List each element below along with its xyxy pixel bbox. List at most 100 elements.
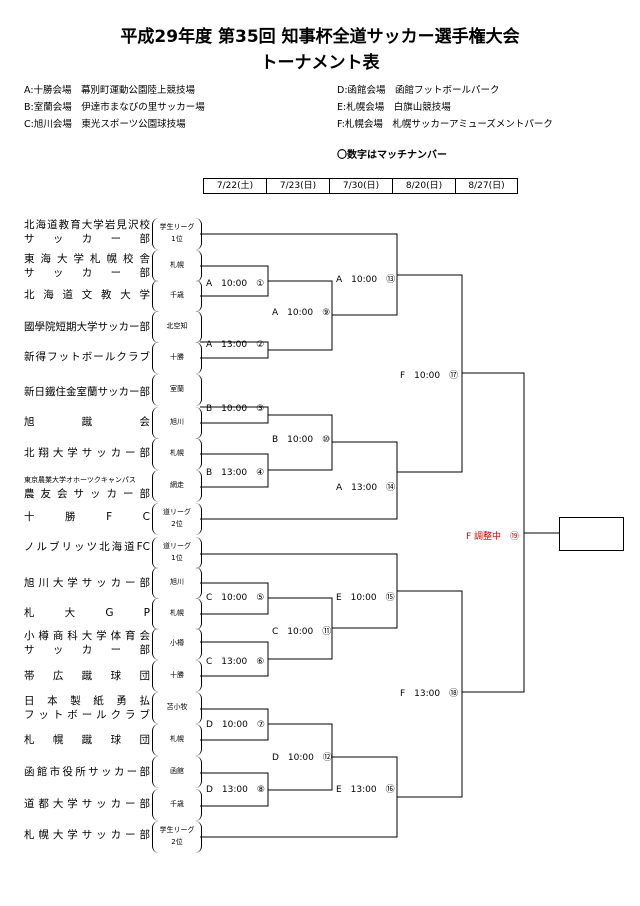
team-name: 新得フットボールクラブ [24,351,150,363]
team-entry: 札幌蹴球団 [24,733,150,747]
match-label: E 13:00 ⑯ [336,785,395,795]
match-label: F 調整中 ⑲ [466,532,520,542]
seed-label: 1位 [171,554,183,562]
champion-box [559,517,624,551]
team-name: 農友会サッカー部 [24,488,150,500]
date-final: 8/27(日) [468,181,505,191]
team-entry: 札 大 G P [24,606,150,620]
team-name: 東海大学札幌校舎 [24,253,150,265]
seed-label: 旭川 [170,578,184,586]
seed-label: 十勝 [170,353,184,361]
team-name: 北海道文教大学 [24,289,150,301]
seed-label: 札幌 [170,609,184,617]
seed-label: 道リーグ [163,542,191,550]
team-name: 札幌大学サッカー部 [24,829,150,841]
seed-label: 十勝 [170,671,184,679]
match-label: F 10:00 ⑰ [400,371,459,381]
team-name: 帯広蹴球団 [24,670,150,682]
team-entry: 函館市役所サッカー部 [24,765,150,779]
match-label: D 10:00 ⑫ [272,753,332,763]
seed-bracket: 網走 [152,470,202,502]
seed-label: 函館 [170,767,184,775]
team-name: ノルブリッツ北海道FC [24,541,150,553]
seed-label: 苫小牧 [166,703,188,711]
date-round-4: 8/20(日) [393,179,456,193]
team-name: 北海道教育大学岩見沢校 [24,219,150,231]
match-label: D 13:00 ⑧ [206,785,265,795]
match-label: D 10:00 ⑦ [206,720,265,730]
seed-label: 2位 [171,838,183,846]
team-name: サッカー部 [24,644,150,656]
match-label: B 10:00 ③ [206,404,265,414]
match-label: A 10:00 ⑨ [272,308,331,318]
team-entry: 北海道教育大学岩見沢校サッカー部 [24,218,150,246]
match-label: F 13:00 ⑱ [400,689,459,699]
venue-b: B:室蘭会場 伊達市まなびの里サッカー場 [24,102,205,113]
seed-label: 札幌 [170,735,184,743]
team-name: 旭 蹴 会 [24,416,150,428]
match-number-note: 〇数字はマッチナンバー [337,150,447,161]
seed-label: 道リーグ [163,508,191,516]
team-entry: 道都大学サッカー部 [24,797,150,811]
team-name: 旭川大学サッカー部 [24,577,150,589]
team-name: 札幌蹴球団 [24,734,150,746]
venue-e: E:札幌会場 白旗山競技場 [337,102,451,113]
team-entry: 新得フットボールクラブ [24,350,150,364]
team-entry: 北翔大学サッカー部 [24,446,150,460]
venue-d: D:函館会場 函館フットボールパーク [337,85,500,96]
team-name: 東京農業大学オホーツクキャンパス [24,476,136,484]
venue-f: F:札幌会場 札幌サッカーアミューズメントパーク [337,119,553,130]
date-round-3: 7/30(日) [330,179,393,193]
team-entry: ノルブリッツ北海道FC [24,540,150,554]
team-name: 小樽商科大学体育会 [24,630,150,642]
match-label: C 13:00 ⑥ [206,657,265,667]
date-header: 7/22(土) 7/23(日) 7/30(日) 8/20(日) 8/27(日) [203,178,518,194]
match-label: A 10:00 ⑬ [336,275,396,285]
team-entry: 帯広蹴球団 [24,669,150,683]
team-name: サッカー部 [24,233,150,245]
team-name: 新日鐵住金室蘭サッカー部 [24,386,150,398]
team-entry: 東海大学札幌校舎サッカー部 [24,252,150,280]
date-round-2: 7/23(日) [267,179,330,193]
seed-bracket: 函館 [152,756,202,788]
seed-label: 旭川 [170,418,184,426]
date-round-1: 7/22(土) [204,179,267,193]
page-title: 平成29年度 第35回 知事杯全道サッカー選手権大会 [120,27,520,47]
seed-label: 網走 [170,481,184,489]
seed-bracket: 北空知 [152,311,202,343]
team-name: 北翔大学サッカー部 [24,447,150,459]
team-entry: 北海道文教大学 [24,288,150,302]
team-name: 札 大 G P [24,607,150,619]
seed-label: 千歳 [170,291,184,299]
seed-bracket: 小樽 [152,628,202,660]
team-name: フットボールクラブ [24,709,150,721]
page-subtitle: トーナメント表 [260,53,380,73]
team-name: 函館市役所サッカー部 [24,766,150,778]
seed-label: 学生リーグ [159,223,195,231]
seed-label: 学生リーグ [159,826,195,834]
team-entry: 旭 蹴 会 [24,415,150,429]
team-entry: 旭川大学サッカー部 [24,576,150,590]
venue-a: A:十勝会場 幕別町運動公園陸上競技場 [24,85,196,96]
seed-label: 2位 [171,520,183,528]
team-entry: 新日鐵住金室蘭サッカー部 [24,385,150,399]
seed-label: 札幌 [170,261,184,269]
seed-bracket: 苫小牧 [152,692,202,724]
team-name: 十 勝 F C [24,511,150,523]
seed-label: 札幌 [170,449,184,457]
match-label: B 13:00 ④ [206,468,265,478]
seed-label: 北空知 [166,322,188,330]
team-entry: 小樽商科大学体育会サッカー部 [24,629,150,657]
seed-label: 1位 [171,235,183,243]
team-entry: 東京農業大学オホーツクキャンパス農友会サッカー部 [24,473,150,501]
match-label: B 10:00 ⑩ [272,435,331,445]
venue-c: C:旭川会場 東光スポーツ公園球技場 [24,119,186,130]
match-label: A 10:00 ① [206,279,265,289]
seed-label: 小樽 [170,639,184,647]
team-entry: 日本製紙勇払フットボールクラブ [24,694,150,722]
match-label: C 10:00 ⑪ [272,627,332,637]
seed-bracket: 道リーグ 1位 [152,537,202,569]
seed-label: 千歳 [170,800,184,808]
seed-bracket: 千歳 [152,789,202,821]
